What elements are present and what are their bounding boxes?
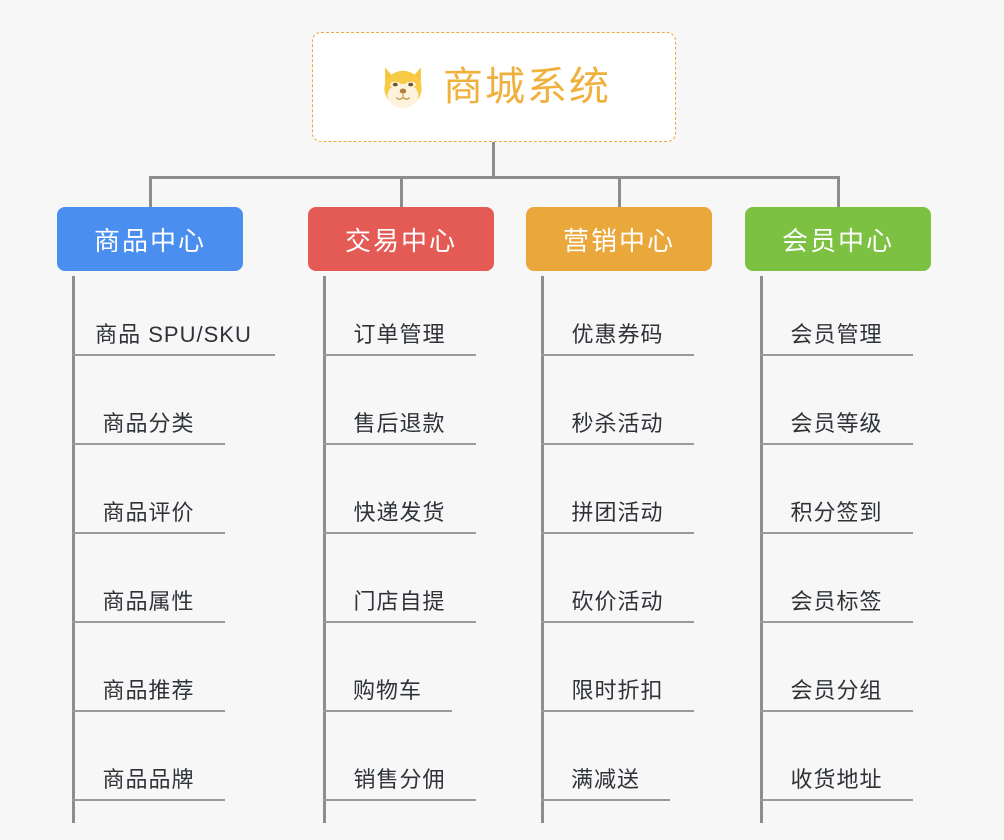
branch-header-label: 会员中心 — [781, 225, 894, 256]
leaf-item[interactable]: 秒杀活动 — [541, 399, 694, 445]
root-node[interactable]: 商城系统 — [312, 32, 676, 142]
leaf-item-label: 优惠券码 — [571, 322, 664, 347]
leaf-item-label: 购物车 — [352, 678, 422, 703]
leaf-item-label: 拼团活动 — [571, 500, 664, 525]
connector-drop-4 — [837, 176, 840, 208]
leaf-item-label: 商品推荐 — [102, 678, 195, 703]
leaf-item[interactable]: 购物车 — [323, 666, 452, 712]
leaf-item-label: 销售分佣 — [353, 767, 446, 792]
leaf-item[interactable]: 会员等级 — [760, 399, 913, 445]
branch-header-营销中心[interactable]: 营销中心 — [526, 207, 712, 271]
leaf-item[interactable]: 砍价活动 — [541, 577, 694, 623]
leaf-item-label: 积分签到 — [790, 500, 883, 525]
leaf-item[interactable]: 商品推荐 — [72, 666, 225, 712]
leaf-item-label: 会员标签 — [790, 589, 883, 614]
leaf-item-label: 门店自提 — [353, 589, 446, 614]
leaf-item-label: 售后退款 — [353, 411, 446, 436]
leaf-item-label: 会员分组 — [790, 678, 883, 703]
leaf-item[interactable]: 商品 SPU/SKU — [72, 310, 275, 356]
branch-header-label: 商品中心 — [93, 225, 206, 256]
leaf-item[interactable]: 销售分佣 — [323, 755, 476, 801]
leaf-item[interactable]: 满减送 — [541, 755, 670, 801]
leaf-item-label: 限时折扣 — [571, 678, 664, 703]
leaf-item-label: 快递发货 — [353, 500, 446, 525]
branch-header-商品中心[interactable]: 商品中心 — [57, 207, 243, 271]
leaf-item[interactable]: 门店自提 — [323, 577, 476, 623]
leaf-item-label: 秒杀活动 — [571, 411, 664, 436]
leaf-item-label: 满减送 — [570, 767, 640, 792]
leaf-item-label: 商品分类 — [102, 411, 195, 436]
connector-horizontal-bus — [150, 176, 840, 179]
leaf-item[interactable]: 商品评价 — [72, 488, 225, 534]
leaf-item[interactable]: 收货地址 — [760, 755, 913, 801]
leaf-item[interactable]: 会员管理 — [760, 310, 913, 356]
leaf-item[interactable]: 商品属性 — [72, 577, 225, 623]
branch-trunk — [323, 276, 326, 823]
leaf-item[interactable]: 商品分类 — [72, 399, 225, 445]
connector-drop-3 — [618, 176, 621, 208]
leaf-item[interactable]: 会员标签 — [760, 577, 913, 623]
leaf-item[interactable]: 拼团活动 — [541, 488, 694, 534]
leaf-item[interactable]: 优惠券码 — [541, 310, 694, 356]
branch-header-label: 交易中心 — [344, 225, 457, 256]
leaf-item[interactable]: 快递发货 — [323, 488, 476, 534]
leaf-item[interactable]: 会员分组 — [760, 666, 913, 712]
root-node-label: 商城系统 — [443, 65, 611, 109]
connector-root-stem — [492, 142, 495, 178]
branch-trunk — [72, 276, 75, 823]
leaf-item[interactable]: 订单管理 — [323, 310, 476, 356]
leaf-item[interactable]: 限时折扣 — [541, 666, 694, 712]
leaf-item-label: 会员管理 — [790, 322, 883, 347]
leaf-item[interactable]: 售后退款 — [323, 399, 476, 445]
branch-header-会员中心[interactable]: 会员中心 — [745, 207, 931, 271]
connector-drop-2 — [400, 176, 403, 208]
leaf-item-label: 会员等级 — [790, 411, 883, 436]
connector-drop-1 — [149, 176, 152, 208]
branch-trunk — [541, 276, 544, 823]
leaf-item-label: 商品品牌 — [102, 767, 195, 792]
leaf-item-label: 收货地址 — [790, 767, 883, 792]
leaf-item-label: 商品评价 — [102, 500, 195, 525]
branch-header-交易中心[interactable]: 交易中心 — [308, 207, 494, 271]
branch-header-label: 营销中心 — [562, 225, 675, 256]
shiba-dog-face-icon — [384, 67, 422, 109]
leaf-item-label: 商品属性 — [102, 589, 195, 614]
leaf-item-label: 商品 SPU/SKU — [95, 322, 252, 347]
branch-trunk — [760, 276, 763, 823]
leaf-item[interactable]: 商品品牌 — [72, 755, 225, 801]
leaf-item[interactable]: 积分签到 — [760, 488, 913, 534]
leaf-item-label: 砍价活动 — [571, 589, 664, 614]
leaf-item-label: 订单管理 — [353, 322, 446, 347]
